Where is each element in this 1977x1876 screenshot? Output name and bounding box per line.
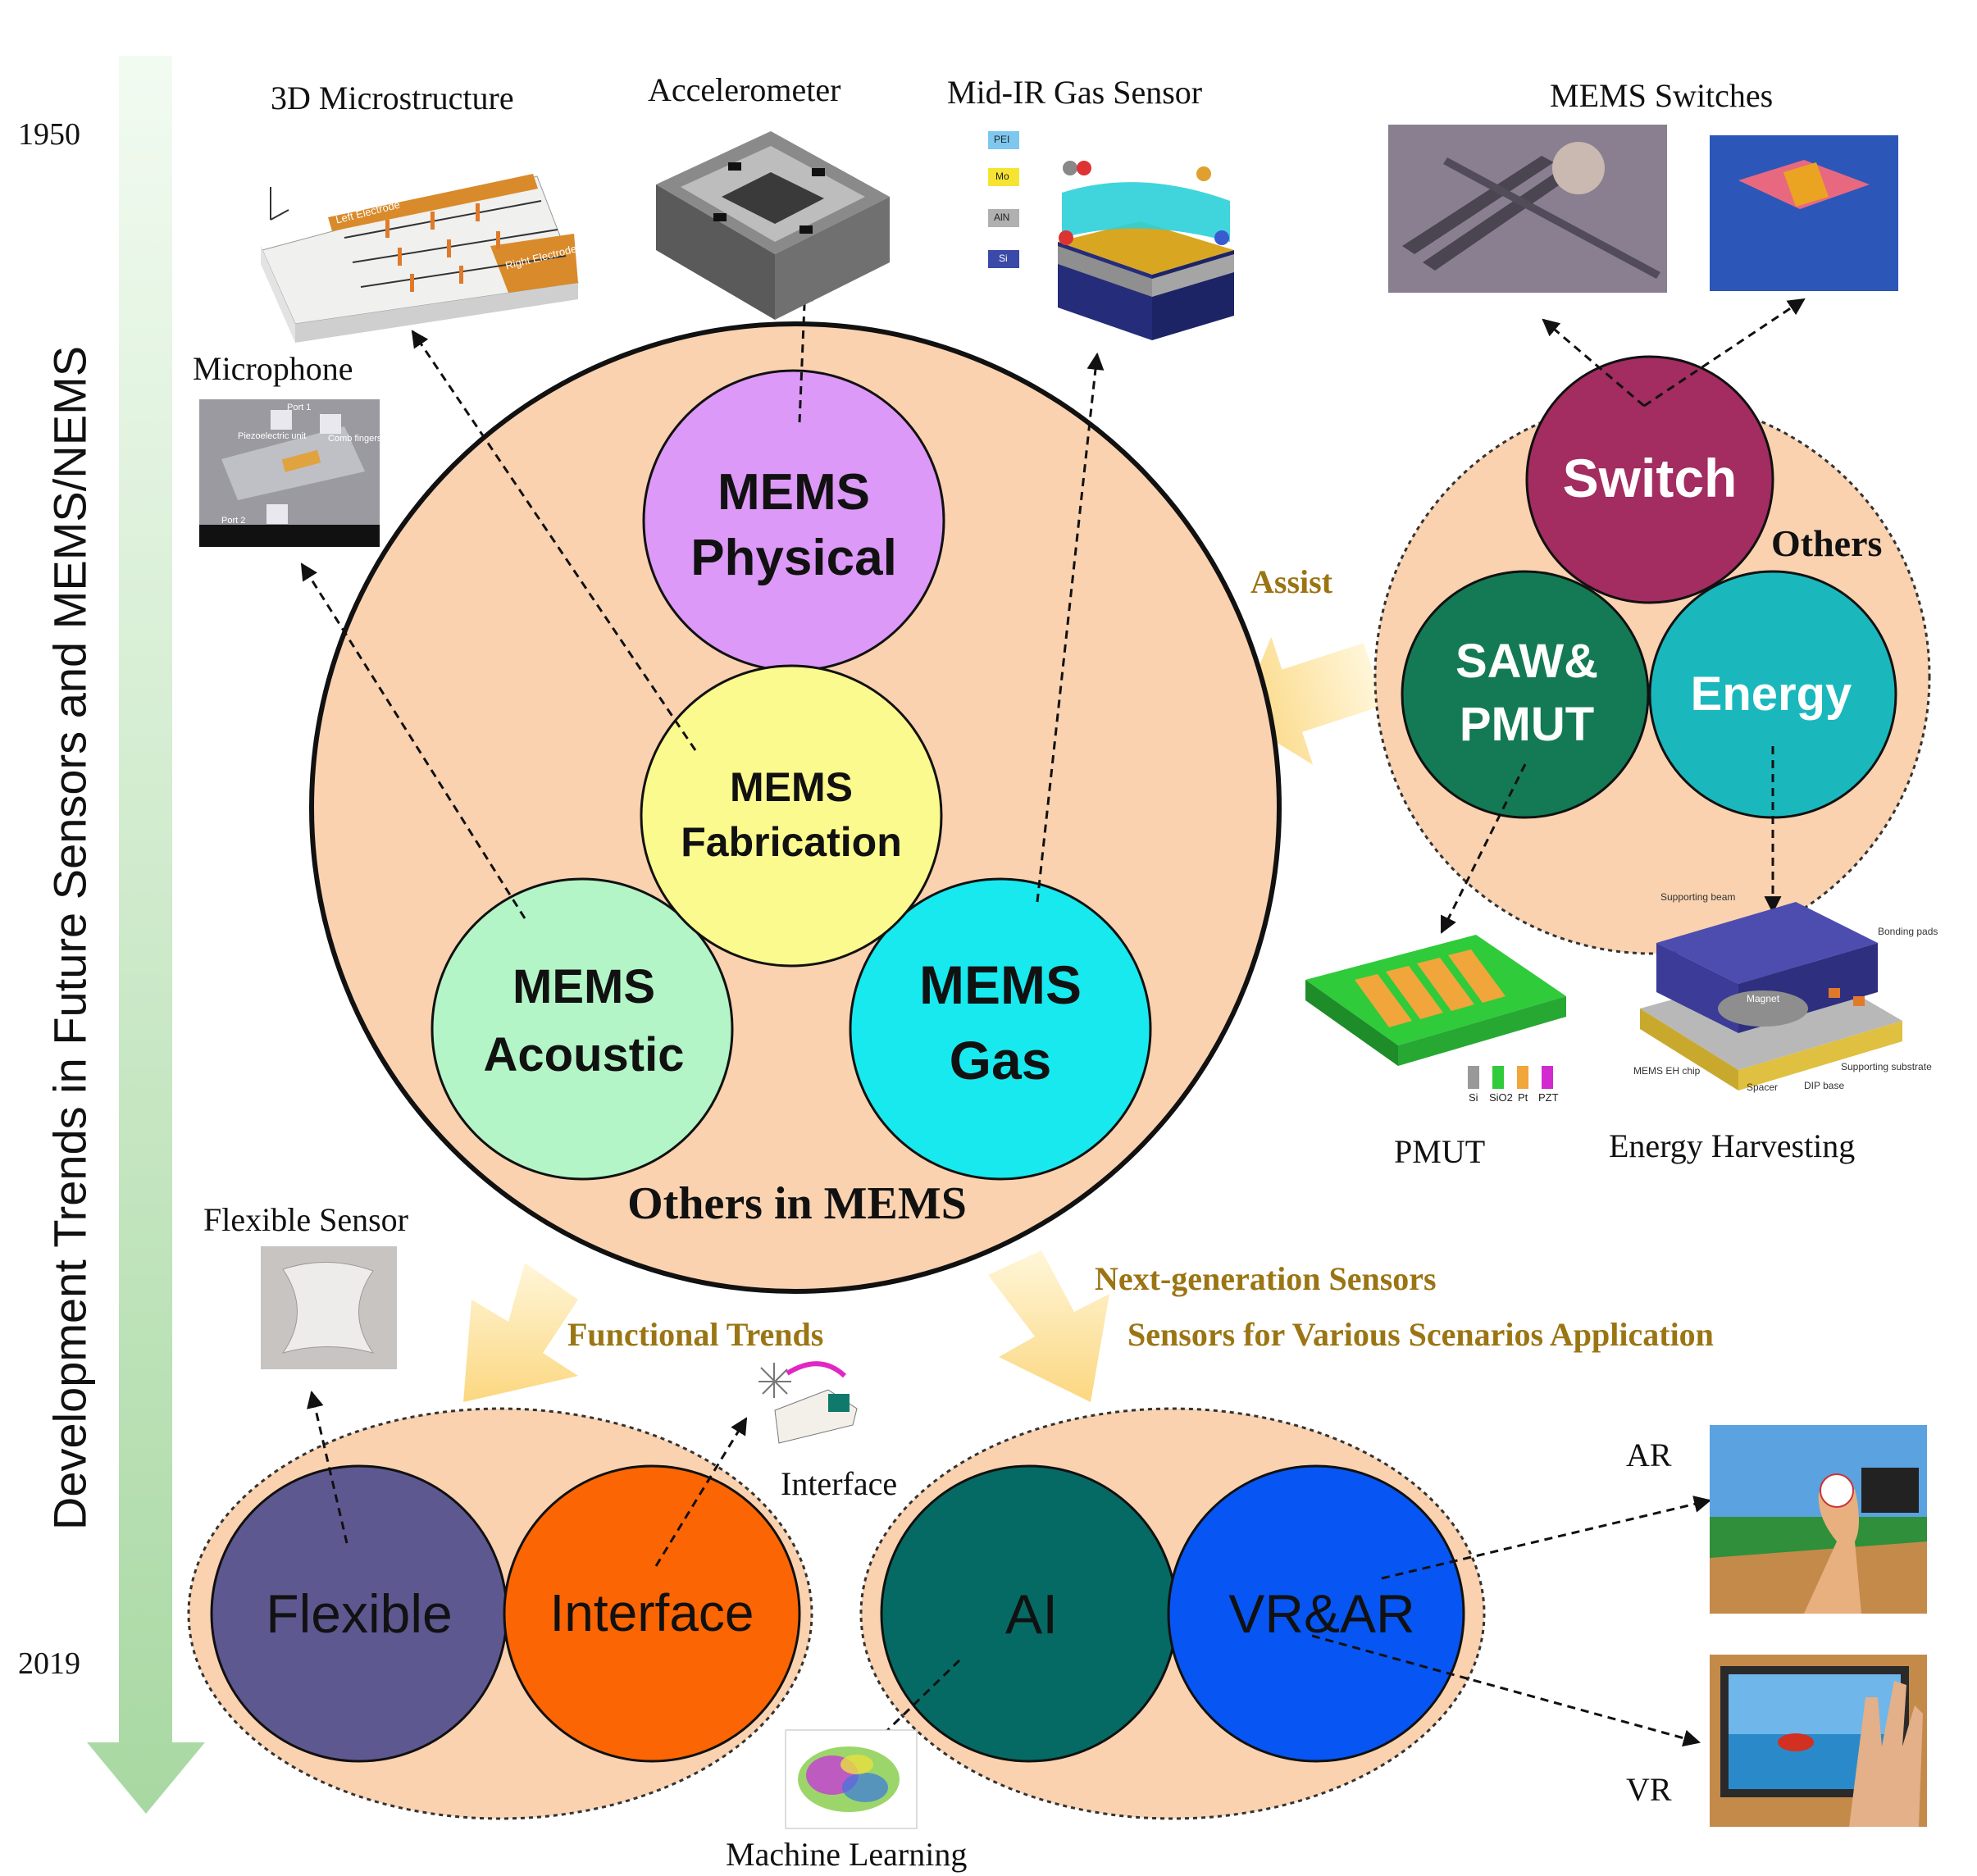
switch-circle: [1525, 355, 1774, 604]
energy-label-spacer: Spacer: [1747, 1081, 1779, 1093]
pmut-legend-pzt: PZT: [1538, 1091, 1559, 1104]
vr-image: [1710, 1655, 1927, 1827]
machine-learning-image: [785, 1729, 918, 1829]
gas-legend-si: Si: [999, 253, 1008, 264]
switches-image: [1388, 125, 1898, 293]
interface-image: [758, 1361, 858, 1444]
mic-label-comb: Comb fingers: [328, 434, 382, 444]
interface-label: Interface: [549, 1583, 754, 1642]
gas-circle: [849, 877, 1152, 1181]
accelerometer-image: [656, 131, 890, 320]
flexible-label: Flexible: [266, 1583, 453, 1644]
timeline-end-year: 2019: [18, 1646, 80, 1681]
physical-circle: [642, 369, 945, 672]
caption-mems-switches: MEMS Switches: [1550, 77, 1774, 114]
fabrication-circle: [640, 664, 943, 968]
gas-label-line2: Gas: [949, 1030, 1052, 1091]
mic-label-port2: Port 2: [221, 516, 246, 526]
mic-label-piezo: Piezoelectric unit: [238, 431, 307, 441]
gas-legend-pei: PEI: [994, 134, 1010, 145]
next-gen-label: Next-generation Sensors: [1095, 1260, 1437, 1297]
gas-label-line1: MEMS: [919, 954, 1082, 1015]
energy-label-dip: DIP base: [1804, 1080, 1845, 1091]
ar-image: [1710, 1425, 1927, 1614]
others-group-label: Others: [1771, 522, 1883, 564]
ai-label: AI: [1004, 1583, 1059, 1646]
pmut-image: [1305, 935, 1566, 1089]
gas-legend-aln: AlN: [994, 212, 1010, 223]
acoustic-circle: [430, 877, 734, 1181]
functional-arrow: [463, 1263, 578, 1402]
pmut-legend-pt: Pt: [1518, 1091, 1528, 1104]
vr-ar-circle: [1167, 1464, 1465, 1763]
next-gen-arrow: [988, 1250, 1109, 1402]
vr-ar-label: VR&AR: [1228, 1583, 1415, 1644]
caption-accelerometer: Accelerometer: [648, 71, 841, 108]
caption-ar: AR: [1626, 1437, 1672, 1473]
energy-label-pads: Bonding pads: [1878, 926, 1938, 937]
caption-flexible-sensor: Flexible Sensor: [203, 1201, 408, 1238]
caption-machine-learning: Machine Learning: [726, 1836, 968, 1873]
saw-pmut-circle: [1401, 570, 1650, 819]
caption-vr: VR: [1626, 1771, 1672, 1808]
acoustic-label-line2: Acoustic: [483, 1028, 685, 1081]
pmut-legend-sio2: SiO2: [1489, 1091, 1513, 1104]
mic-label-port1: Port 1: [287, 403, 312, 412]
caption-energy-harvesting: Energy Harvesting: [1609, 1127, 1856, 1164]
microstructure-image: [261, 174, 579, 343]
gas-legend-mo: Mo: [995, 171, 1009, 182]
timeline-arrow: [87, 56, 205, 1814]
microphone-image: [199, 399, 380, 547]
acoustic-label-line1: MEMS: [512, 960, 655, 1013]
interface-circle: [503, 1464, 801, 1763]
energy-label-beam: Supporting beam: [1660, 891, 1736, 903]
saw-pmut-label-line1: SAW&: [1455, 635, 1598, 688]
gas-sensor-image: [988, 131, 1234, 340]
caption-pmut: PMUT: [1394, 1133, 1486, 1170]
energy-label-magnet: Magnet: [1747, 993, 1780, 1004]
timeline-start-year: 1950: [18, 117, 80, 152]
caption-interface: Interface: [781, 1465, 898, 1502]
physical-label-line2: Physical: [690, 530, 897, 586]
energy-label-chip: MEMS EH chip: [1633, 1065, 1701, 1077]
timeline-title: Development Trends in Future Sensors and…: [43, 345, 96, 1531]
caption-3d-microstructure: 3D Microstructure: [271, 80, 514, 116]
assist-label: Assist: [1250, 563, 1333, 600]
main-group-label: Others in MEMS: [627, 1178, 967, 1229]
functional-trends-label: Functional Trends: [567, 1316, 824, 1353]
saw-pmut-label-line2: PMUT: [1459, 698, 1595, 751]
pmut-legend-si: Si: [1469, 1091, 1478, 1104]
energy-label: Energy: [1690, 667, 1852, 721]
physical-label-line1: MEMS: [717, 464, 870, 521]
energy-harvesting-image: [1640, 902, 1902, 1091]
caption-gas-sensor: Mid-IR Gas Sensor: [947, 74, 1203, 111]
pointer-arrows: [300, 283, 1806, 1750]
fabrication-label-line2: Fabrication: [681, 819, 902, 865]
switch-label: Switch: [1562, 448, 1738, 508]
caption-microphone: Microphone: [193, 350, 353, 387]
energy-label-substrate: Supporting substrate: [1841, 1061, 1932, 1072]
scenarios-label: Sensors for Various Scenarios Applicatio…: [1127, 1316, 1714, 1353]
fabrication-label-line1: MEMS: [730, 764, 853, 810]
flexible-sensor-image: [261, 1246, 397, 1369]
